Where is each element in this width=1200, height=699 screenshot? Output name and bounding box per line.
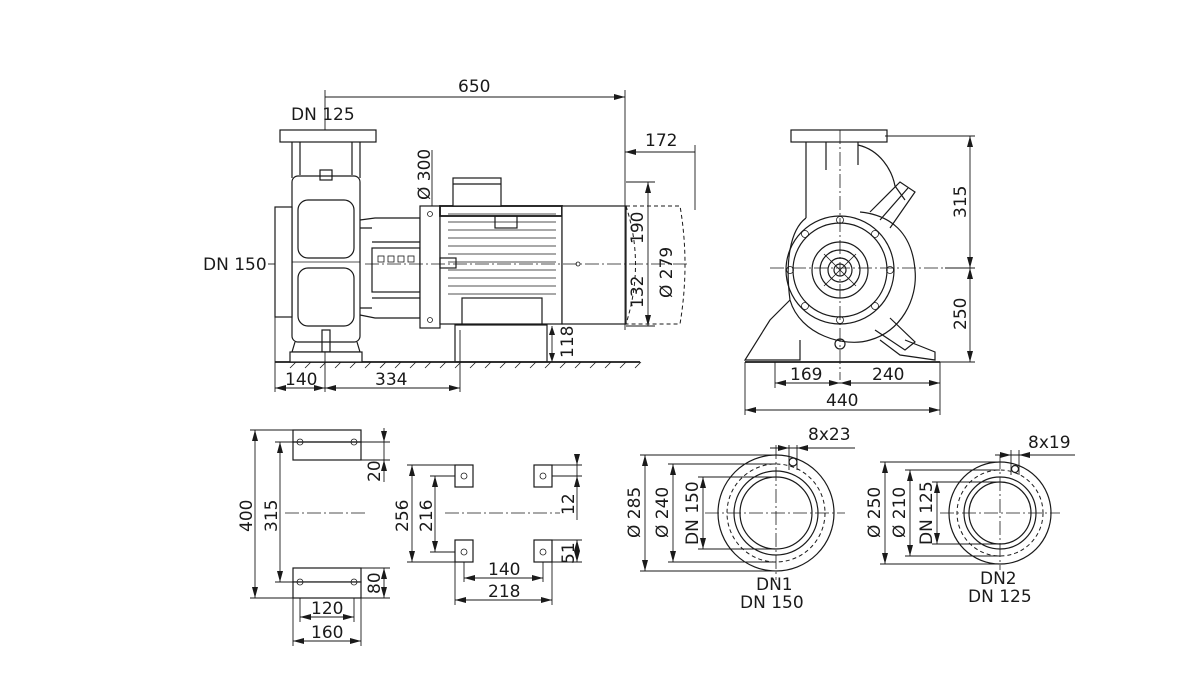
pump-foot-detail: 400 315 20 80 120 160 xyxy=(237,428,390,646)
side-foot-height: 118 xyxy=(558,326,578,358)
ground-hatching xyxy=(289,361,642,369)
side-view: Ø 300 650 DN 125 172 190 132 Ø 279 118 D… xyxy=(203,77,696,392)
dn2-bolt-holes: 8x19 xyxy=(1028,433,1071,453)
motor-foot-bottom-thickness: 51 xyxy=(559,542,579,564)
dn2-caption-line2: DN 125 xyxy=(968,587,1032,607)
end-view: 315 250 169 240 440 xyxy=(743,129,975,415)
motor-foot-detail: 256 216 12 51 140 218 xyxy=(393,454,582,605)
motor-foot-top-thickness: 12 xyxy=(559,493,579,515)
end-lower-height: 250 xyxy=(951,298,971,330)
motor-foot-outer-width: 218 xyxy=(488,582,520,602)
pump-foot-outer-width: 160 xyxy=(311,623,343,643)
dn2-bolt-circle: Ø 210 xyxy=(890,487,910,538)
pump-foot-inner-width: 120 xyxy=(311,599,343,619)
side-motor-overhang: 172 xyxy=(645,131,677,151)
side-motor-diameter: Ø 300 xyxy=(415,149,435,200)
motor-foot-total-height: 256 xyxy=(393,500,413,532)
dn1-bore: DN 150 xyxy=(683,481,703,545)
side-top-flange-label: DN 125 xyxy=(291,105,355,125)
pump-foot-base xyxy=(289,351,363,363)
side-fan-diameter: Ø 279 xyxy=(657,247,677,298)
dn1-bolt-holes: 8x23 xyxy=(808,425,851,445)
end-upper-height: 315 xyxy=(951,186,971,218)
pump-foot-bottom-thickness: 80 xyxy=(365,572,385,594)
motor-foot-inner-width: 140 xyxy=(488,560,520,580)
end-top-flange xyxy=(790,129,888,143)
pump-casing xyxy=(291,175,361,343)
side-lower-height: 132 xyxy=(628,276,648,308)
side-overall-length: 650 xyxy=(458,77,490,97)
end-right-width: 240 xyxy=(872,365,904,385)
flange-dn1: 8x23 Ø 285 Ø 240 DN 150 DN1 DN 150 xyxy=(625,425,855,613)
side-base-span: 334 xyxy=(375,370,407,390)
top-flange xyxy=(279,129,377,143)
motor-support-block xyxy=(454,324,548,363)
dn2-caption-line1: DN2 xyxy=(980,569,1017,589)
inlet-flange xyxy=(274,206,293,318)
flange-dn2: 8x19 Ø 250 Ø 210 DN 125 DN2 DN 125 xyxy=(865,433,1075,607)
coupling-flange xyxy=(419,205,441,329)
dn2-outer-diameter: Ø 250 xyxy=(865,487,885,538)
pump-foot-top-thickness: 20 xyxy=(365,460,385,482)
pump-foot-hole-span: 315 xyxy=(262,500,282,532)
side-inlet-label: DN 150 xyxy=(203,255,267,275)
motor-foot-hole-span: 216 xyxy=(417,500,437,532)
fan-cowl xyxy=(561,205,627,325)
pump-foot-total-height: 400 xyxy=(237,500,257,532)
dn1-caption-line2: DN 150 xyxy=(740,593,804,613)
dn1-outer-diameter: Ø 285 xyxy=(625,487,645,538)
dn2-bore: DN 125 xyxy=(917,481,937,545)
end-left-width: 169 xyxy=(790,365,822,385)
dn1-bolt-circle: Ø 240 xyxy=(653,487,673,538)
side-upper-height: 190 xyxy=(628,212,648,244)
terminal-box xyxy=(452,177,502,207)
side-base-left: 140 xyxy=(285,370,317,390)
end-total-width: 440 xyxy=(826,391,858,411)
dn1-caption-line1: DN1 xyxy=(756,575,793,595)
